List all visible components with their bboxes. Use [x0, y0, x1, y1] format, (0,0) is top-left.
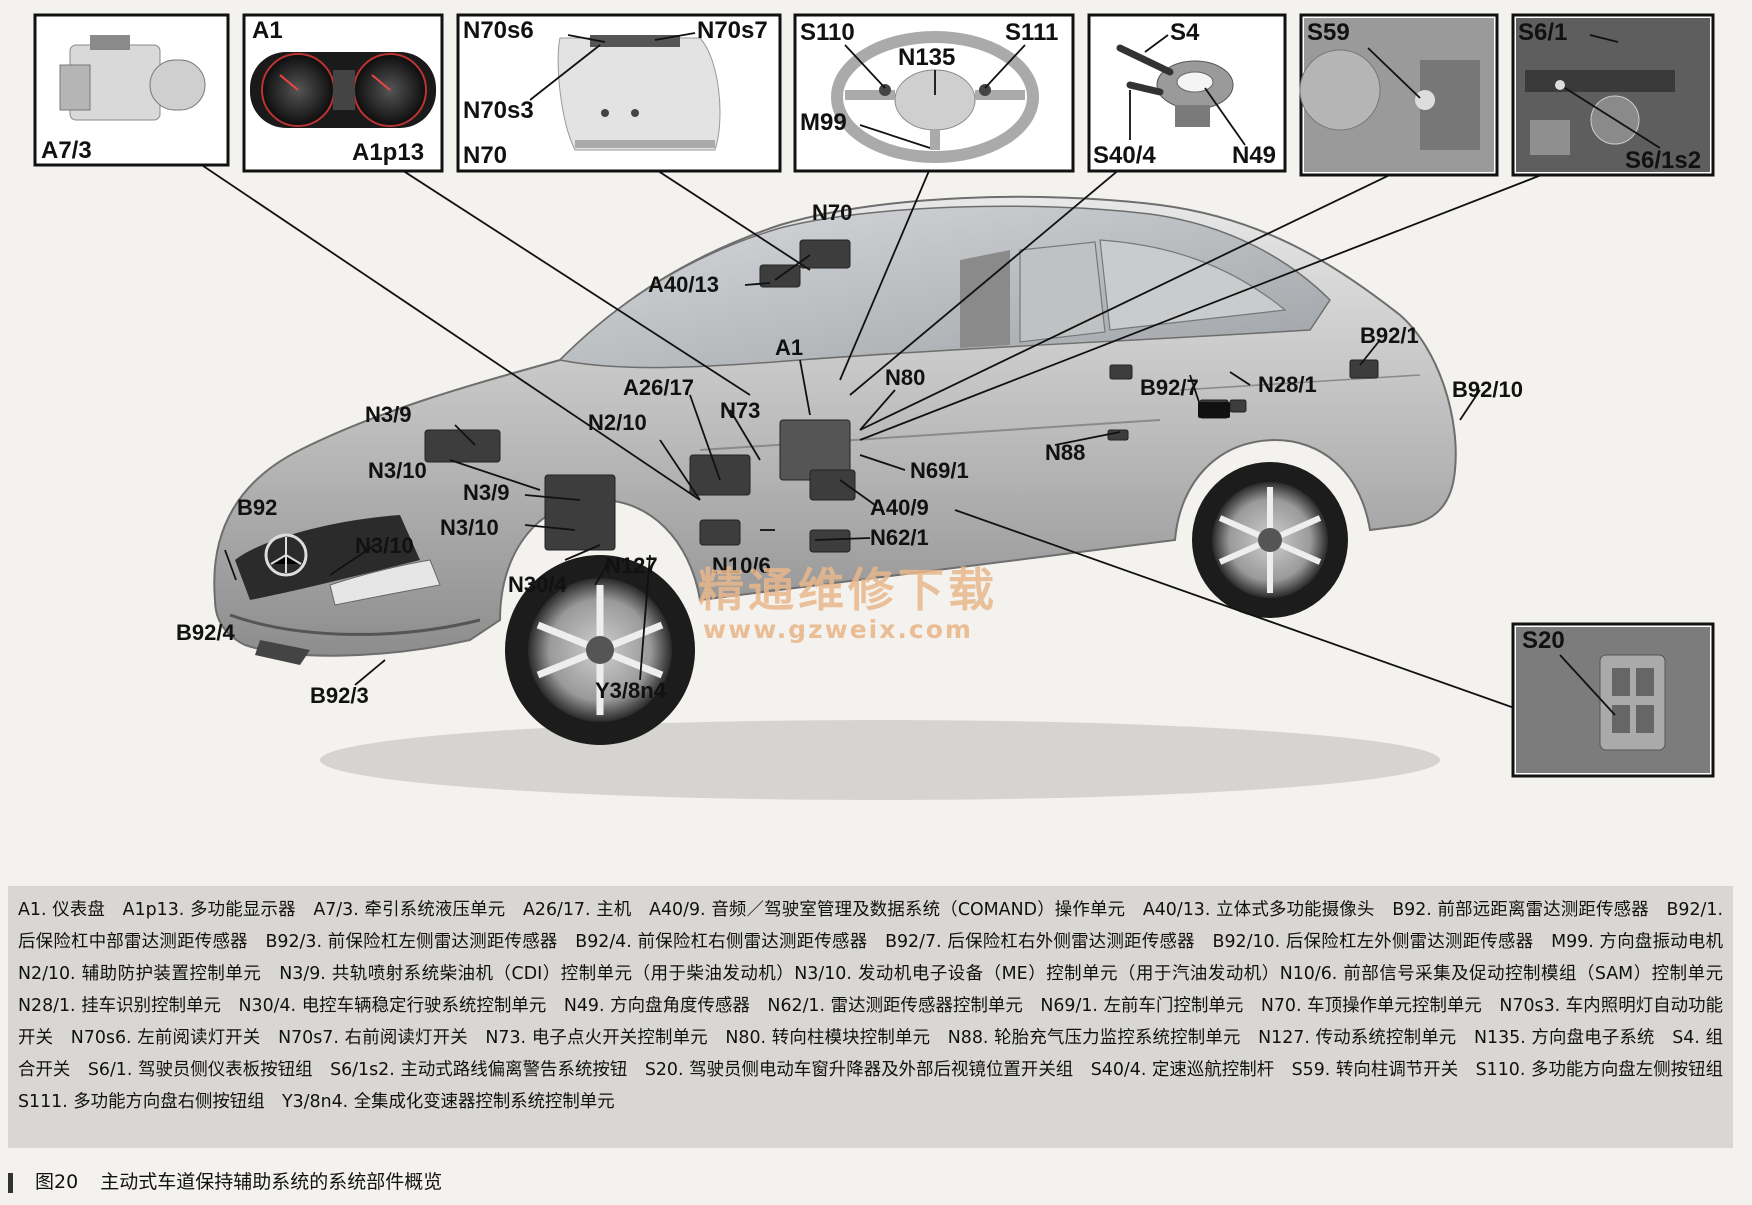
callout-n127: N127	[605, 553, 658, 578]
callout-n10-6: N10/6	[712, 553, 771, 578]
callout-n3-10-c: N3/10	[355, 533, 414, 558]
overhead-control-unit-icon	[557, 35, 721, 151]
callout-b92-7: B92/7	[1140, 375, 1199, 400]
leader-lines	[119, 109, 1581, 711]
hydraulic-unit-icon	[59, 35, 206, 121]
callout-n62-1: N62/1	[870, 525, 929, 550]
callout-a40-13: A40/13	[648, 272, 719, 297]
callout-n3-9-a: N3/9	[365, 402, 411, 427]
panel-a1: A1 A1p13	[242, 13, 444, 173]
label-n70s6: N70s6	[463, 17, 534, 44]
label-s110: S110	[800, 19, 855, 46]
label-s20: S20	[1522, 627, 1565, 654]
label-a1p13: A1p13	[352, 139, 424, 166]
label-n70: N70	[463, 142, 507, 169]
callout-n3-9-b: N3/9	[463, 480, 509, 505]
callout-n3-10-a: N3/10	[368, 458, 427, 483]
window-switch-group-icon	[1516, 627, 1710, 773]
callout-b92: B92	[237, 495, 277, 520]
component-legend: A1. 仪表盘 A1p13. 多功能显示器 A7/3. 牵引系统液压单元 A26…	[8, 886, 1733, 1148]
panel-steering-wheel: S110 S111 N135 M99	[793, 13, 1075, 173]
label-s6-1s2: S6/1s2	[1625, 147, 1701, 174]
caption-marker	[8, 1172, 13, 1193]
figure-title: 主动式车道保持辅助系统的系统部件概览	[100, 1171, 443, 1193]
steering-column-switch-icon	[1299, 18, 1494, 172]
callout-b92-1: B92/1	[1360, 323, 1419, 348]
label-n70s3: N70s3	[463, 97, 534, 124]
label-n49: N49	[1232, 142, 1276, 169]
car-illustration	[213, 195, 1457, 800]
component-diagram: A7/3 A1 A1p13 N70s6 N70s7 N70s3 N70	[33, 13, 1715, 800]
label-n135: N135	[898, 44, 955, 71]
figure-caption: 图20 主动式车道保持辅助系统的系统部件概览	[0, 1165, 900, 1199]
label-s40-4: S40/4	[1093, 142, 1156, 169]
callout-n80: N80	[885, 365, 925, 390]
callout-n30-4: N30/4	[508, 572, 567, 597]
watermark-url: www.gzweix.com	[703, 615, 973, 644]
callout-labels: N70 A40/13 A1 N80 A26/17 N73 N2/10 N3/9 …	[176, 200, 1523, 708]
callout-n73: N73	[720, 398, 760, 423]
label-a7-3: A7/3	[41, 137, 92, 164]
callout-b92-10: B92/10	[1452, 377, 1523, 402]
panel-a73: A7/3	[33, 13, 230, 167]
callout-n2-10: N2/10	[588, 410, 647, 435]
callout-a40-9: A40/9	[870, 495, 929, 520]
callout-a1: A1	[775, 335, 803, 360]
instrument-cluster-icon	[250, 52, 436, 128]
steering-wheel-icon	[831, 31, 1039, 163]
callout-y3-8n4: Y3/8n4	[595, 678, 667, 703]
callout-b92-3: B92/3	[310, 683, 369, 708]
label-a1: A1	[252, 17, 283, 44]
panel-s4: S4 S40/4 N49	[1087, 13, 1287, 173]
label-s6-1: S6/1	[1518, 19, 1567, 46]
watermark-cn: 精通维修下载	[698, 563, 998, 617]
callout-b92-4: B92/4	[176, 620, 235, 645]
figure-number: 图20	[35, 1171, 79, 1193]
callout-a26-17: A26/17	[623, 375, 694, 400]
callout-n3-10-b: N3/10	[440, 515, 499, 540]
combination-switch-icon	[1116, 44, 1234, 127]
panel-s20: S20	[1511, 622, 1715, 778]
callout-n69-1: N69/1	[910, 458, 969, 483]
label-s111: S111	[1005, 19, 1058, 46]
label-s59: S59	[1307, 19, 1350, 46]
callout-n88: N88	[1045, 440, 1085, 465]
label-n70s7: N70s7	[697, 17, 768, 44]
callout-n70: N70	[812, 200, 852, 225]
panel-s6-1: S6/1 S6/1s2	[1511, 13, 1715, 177]
dashboard-button-group-icon	[1516, 18, 1710, 172]
watermark: 精通维修下载 www.gzweix.com	[698, 563, 998, 644]
callout-n28-1: N28/1	[1258, 372, 1317, 397]
label-m99: M99	[800, 109, 847, 136]
label-s4: S4	[1170, 19, 1200, 46]
panel-s59: S59	[1299, 13, 1499, 177]
panel-n70: N70s6 N70s7 N70s3 N70	[456, 13, 782, 173]
